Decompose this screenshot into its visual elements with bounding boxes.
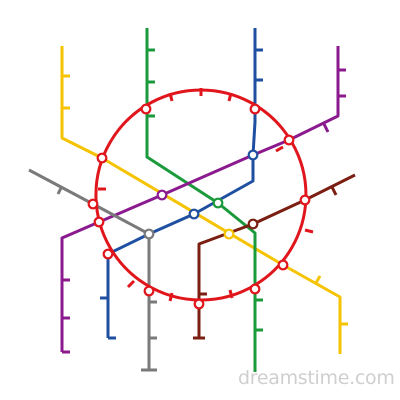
station-red-purple-2 <box>93 216 105 228</box>
station-red-gray-2 <box>143 285 155 297</box>
purple-line-track <box>60 46 340 352</box>
station-red-yellow-2 <box>96 152 108 164</box>
station-red-blue-2 <box>102 248 114 260</box>
purple-line-station-tick-3 <box>322 123 330 133</box>
red-line <box>94 88 308 302</box>
station-brown-green <box>247 218 259 230</box>
gray-line <box>28 168 151 370</box>
gray-line-track <box>28 168 151 370</box>
red-line-track <box>94 88 308 302</box>
purple-line <box>60 46 340 352</box>
station-red-blue-1 <box>249 103 261 115</box>
blue-line <box>106 28 257 338</box>
yellow-line-station-tick-3 <box>314 275 322 284</box>
station-purple-blue <box>247 149 259 161</box>
red-line-station-tick-6 <box>304 228 314 234</box>
station-green-purple <box>212 197 224 209</box>
station-red-green <box>249 283 261 295</box>
station-blue-center <box>188 208 200 220</box>
red-line-station-tick-4 <box>275 145 284 153</box>
blue-line-track <box>106 28 257 338</box>
red-line-station-tick-7 <box>126 279 136 289</box>
gray-line-station-tick-1 <box>56 185 64 195</box>
station-yellow-brown <box>223 228 235 240</box>
brown-line-station-tick-1 <box>330 186 338 196</box>
watermark-text: dreamstime.com <box>238 367 395 389</box>
station-purple-yellow <box>156 189 168 201</box>
station-red-brown <box>299 194 311 206</box>
station-red-purple-1 <box>283 134 295 146</box>
station-red-brown-2 <box>193 298 205 310</box>
station-gray-blue <box>143 228 155 240</box>
red-line-station-tick-3 <box>227 92 233 102</box>
station-red-yellow-1 <box>140 103 152 115</box>
red-line-station-tick-9 <box>228 289 234 299</box>
station-red-yellow-3 <box>277 259 289 271</box>
station-red-gray <box>87 198 99 210</box>
red-line-station-tick-8 <box>168 292 174 302</box>
red-line-station-tick-1 <box>168 92 174 102</box>
